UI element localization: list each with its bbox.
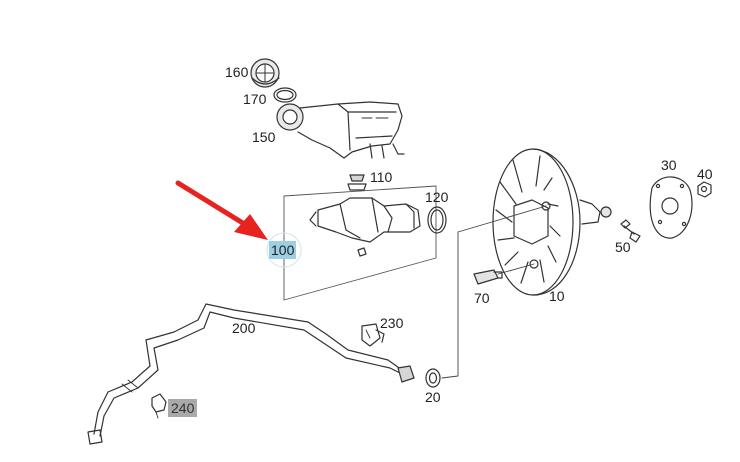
leader-lines	[441, 205, 547, 379]
booster-gasket-part[interactable]	[649, 176, 693, 239]
grommet-part[interactable]	[347, 174, 367, 191]
callout-20[interactable]: 20	[425, 389, 441, 405]
callout-50[interactable]: 50	[615, 239, 631, 255]
nut-part[interactable]	[697, 181, 712, 198]
callout-240-unavailable[interactable]: 240	[168, 399, 198, 417]
hose-clip-240-part[interactable]	[151, 393, 167, 419]
reservoir-cap-part[interactable]	[250, 58, 280, 88]
hose-clip-part[interactable]	[361, 323, 385, 347]
o-ring-part[interactable]	[273, 87, 297, 103]
bolt-part[interactable]	[620, 219, 641, 243]
callout-170[interactable]: 170	[243, 91, 267, 107]
seal-ring-part[interactable]	[427, 206, 447, 234]
callout-120[interactable]: 120	[425, 189, 449, 205]
selection-ring	[266, 232, 302, 268]
callout-200[interactable]: 200	[232, 320, 256, 336]
red-pointer-arrow	[175, 180, 268, 240]
pressure-sensor-part[interactable]	[473, 269, 503, 285]
vacuum-hose-part[interactable]	[87, 303, 415, 445]
callout-150[interactable]: 150	[252, 129, 276, 145]
check-valve-part[interactable]	[425, 368, 441, 388]
callout-100-selected[interactable]: 100	[269, 241, 297, 259]
callout-40[interactable]: 40	[697, 166, 713, 182]
callout-10[interactable]: 10	[549, 288, 565, 304]
callout-160[interactable]: 160	[225, 64, 249, 80]
callout-230[interactable]: 230	[380, 315, 404, 331]
master-cylinder-part[interactable]	[283, 185, 437, 301]
callout-30[interactable]: 30	[661, 157, 677, 173]
callout-70[interactable]: 70	[474, 290, 490, 306]
fluid-reservoir-part[interactable]	[276, 101, 405, 159]
brake-booster-part[interactable]	[492, 148, 612, 296]
callout-110[interactable]: 110	[370, 169, 393, 185]
